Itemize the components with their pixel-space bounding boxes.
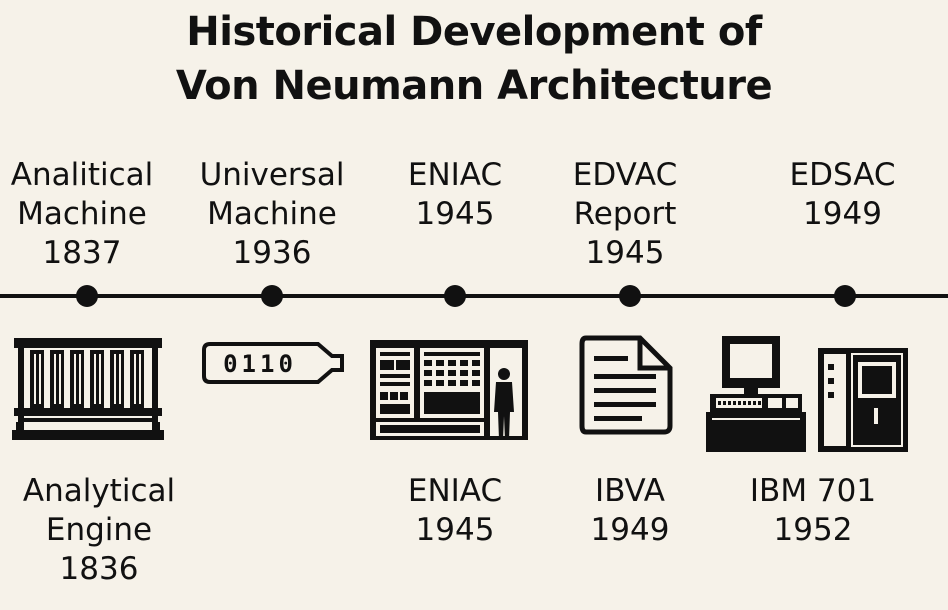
milestone-label-eniac-top: ENIAC 1945 — [407, 157, 503, 232]
diagram-title-line-1: Historical Development of — [186, 9, 762, 55]
timeline-dot-edvac — [619, 285, 641, 307]
ibm-701-computer-icon — [706, 336, 908, 452]
milestone-label-eniac-bottom: ENIAC 1945 — [407, 473, 503, 548]
milestone-label-edvac-report: EDVAC Report 1945 — [572, 157, 678, 271]
milestone-label-universal-machine: Universal Machine 1936 — [199, 157, 345, 271]
milestone-label-ibm-701: IBM 701 1952 — [749, 473, 877, 548]
diagram-title-line-2: Von Neumann Architecture — [175, 63, 773, 109]
binary-tape-icon: 0110 — [202, 342, 344, 384]
timeline-axis — [0, 294, 948, 298]
analytical-engine-icon — [12, 338, 164, 440]
timeline-dot-1936 — [261, 285, 283, 307]
milestone-label-analitical-machine: Analitical Machine 1837 — [10, 157, 154, 271]
milestone-label-ibva: IBVA 1949 — [590, 473, 670, 548]
document-icon — [579, 335, 673, 435]
eniac-computer-icon — [370, 340, 528, 440]
binary-tape-text: 0110 — [223, 350, 297, 378]
timeline-dot-edsac — [834, 285, 856, 307]
timeline-dot-eniac — [444, 285, 466, 307]
milestone-label-analytical-engine: Analytical Engine 1836 — [22, 473, 176, 587]
timeline-dot-1837 — [76, 285, 98, 307]
milestone-label-edsac: EDSAC 1949 — [789, 157, 896, 232]
